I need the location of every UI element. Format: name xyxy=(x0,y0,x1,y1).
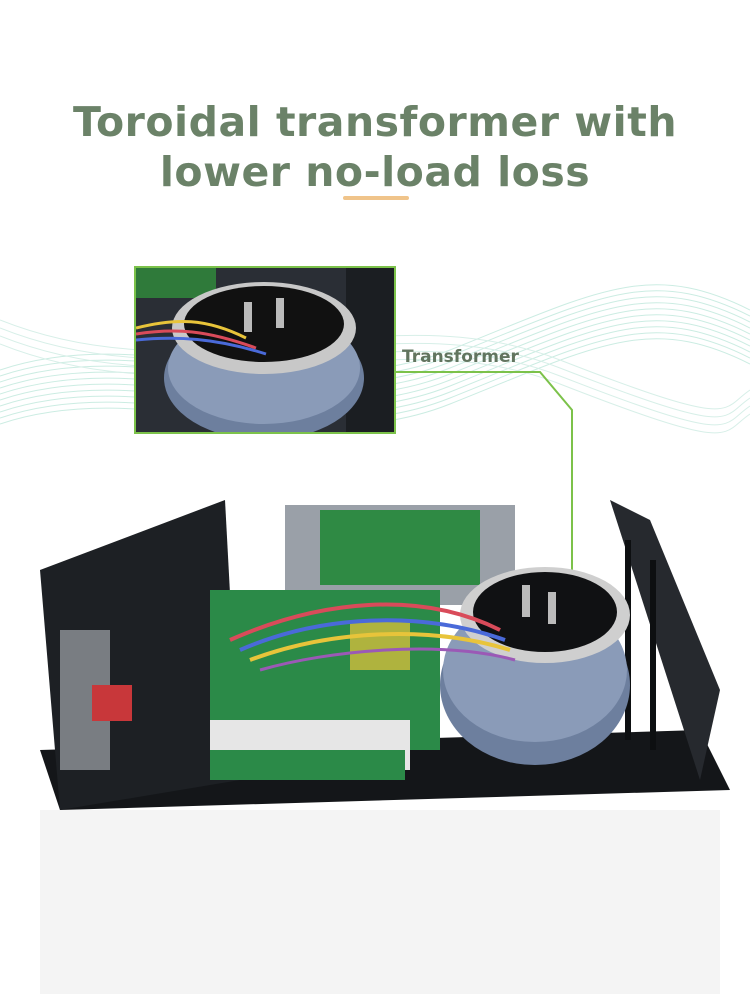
transformer-callout-label: Transformer xyxy=(402,347,519,367)
inverter-chassis-image xyxy=(40,500,730,994)
transformer-closeup-image xyxy=(136,268,394,432)
accent-divider xyxy=(343,196,409,200)
headline-line-2: lower no-load loss xyxy=(159,148,591,197)
transformer-zoom-inset xyxy=(134,266,396,434)
headline: Toroidal transformer with lower no-load … xyxy=(0,97,750,197)
headline-line-1: Toroidal transformer with xyxy=(72,98,678,147)
